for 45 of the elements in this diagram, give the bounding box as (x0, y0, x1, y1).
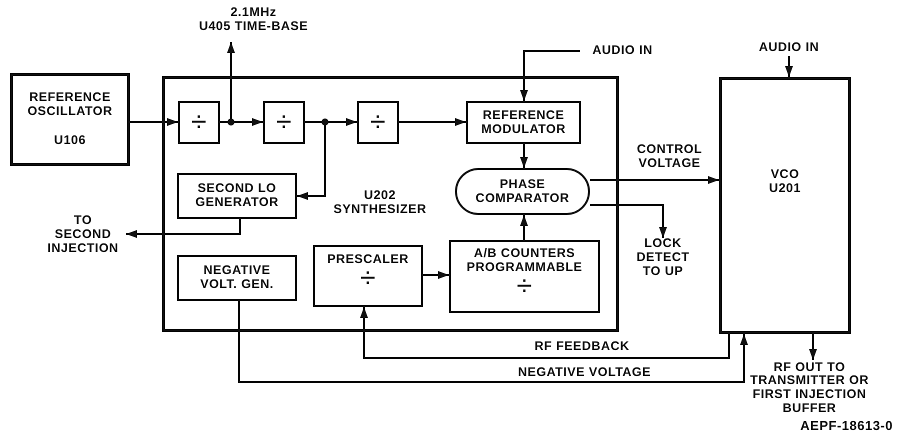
block-label: PRESCALER (327, 253, 409, 267)
divide-symbol: ÷ (191, 111, 207, 134)
signal-arrow (238, 301, 748, 383)
signal-label: RF OUT TO TRANSMITTER OR FIRST INJECTION BUFFER (749, 360, 870, 416)
counter-box (449, 240, 600, 313)
signal-arrow (785, 56, 793, 77)
signal-arrow (590, 176, 719, 184)
block-label: SECOND LO GENERATOR (194, 182, 280, 210)
block-label: PHASE COMPARATOR (474, 178, 570, 206)
vco-box (719, 77, 851, 334)
drawing-number: AEPF-18613-0 (800, 418, 893, 433)
signal-label: AUDIO IN (758, 41, 820, 55)
signal-arrow (423, 271, 449, 279)
signal-arrow (520, 50, 580, 101)
divide-symbol: ÷ (370, 111, 386, 134)
block-label: NEGATIVE VOLT. GEN. (199, 264, 275, 292)
signal-arrow (399, 118, 466, 126)
signal-arrow (809, 334, 817, 360)
signal-label: AUDIO IN (592, 44, 653, 58)
prescaler-box (313, 245, 423, 307)
modulator-box (466, 101, 581, 144)
signal-arrow (130, 118, 178, 126)
signal-arrow (590, 204, 667, 238)
divide-symbol: ÷ (516, 274, 532, 297)
signal-label: TO SECOND INJECTION (46, 214, 120, 256)
signal-arrow (520, 215, 528, 240)
divide-symbol: ÷ (276, 111, 292, 134)
signal-label: 2.1MHz (230, 6, 277, 20)
signal-arrow (360, 307, 730, 359)
comparator-pill (455, 168, 590, 215)
signal-arrow (520, 144, 528, 168)
oscillator-box (10, 73, 130, 166)
block-label: A/B COUNTERS PROGRAMMABLE (466, 247, 584, 274)
divide-symbol: ÷ (360, 266, 376, 290)
block-label: VCO U201 (768, 168, 802, 196)
synthesizer-box (162, 76, 619, 332)
block-label: REFERENCE OSCILLATOR (26, 91, 114, 119)
block-label: U106 (54, 134, 86, 148)
signal-label: U405 TIME-BASE (198, 20, 308, 34)
generator-box (177, 173, 297, 219)
signal-label: LOCK DETECT TO UP (636, 237, 690, 279)
generator-box (177, 255, 297, 301)
block-label: U202 SYNTHESIZER (332, 189, 428, 216)
block-label: REFERENCE MODULATOR (480, 108, 567, 136)
signal-arrow (126, 219, 241, 238)
